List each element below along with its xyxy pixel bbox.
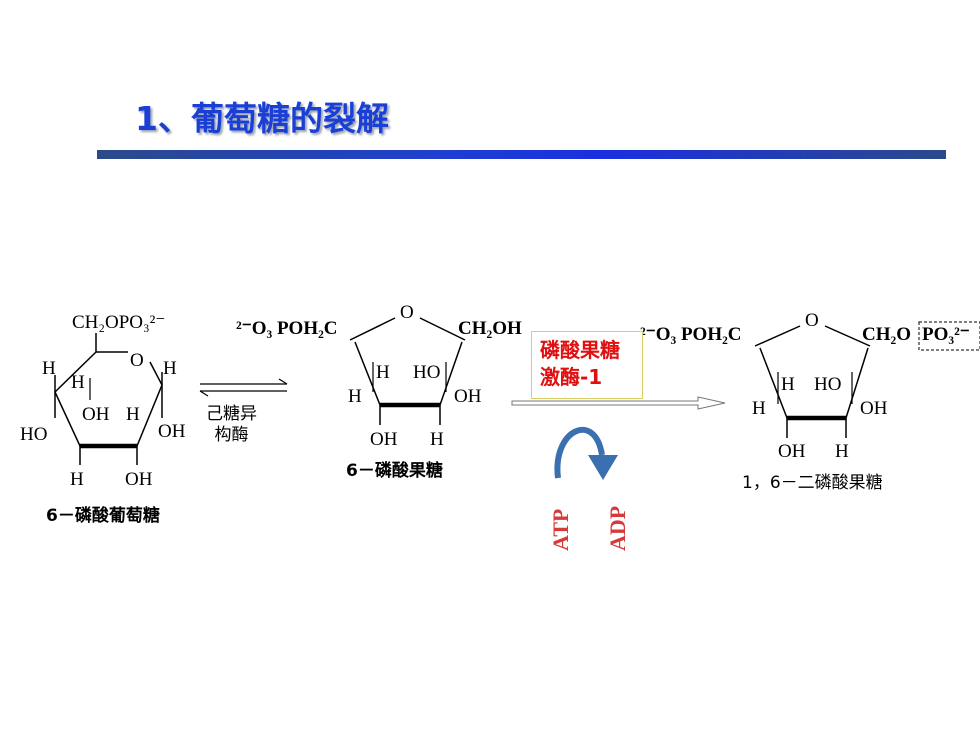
- f6p-left-group: ²⁻O₃ POH₂C: [236, 318, 338, 339]
- f6p-oh2: OH: [370, 429, 398, 450]
- f6p-h1: H: [376, 362, 390, 383]
- f16bp-h2: H: [752, 398, 766, 419]
- f6p-ring-o: O: [400, 302, 414, 323]
- f16bp-h3: H: [835, 441, 849, 462]
- f6p-right-group: CH₂OH: [458, 318, 522, 339]
- isomerase-label: 己糖异 构酶: [206, 404, 257, 446]
- title-underline: [97, 150, 946, 159]
- kinase-label-line1: 磷酸果糖: [540, 338, 620, 362]
- kinase-label-box: [531, 331, 643, 399]
- f16bp-right-group-b: PO₃²⁻: [922, 324, 970, 345]
- f16bp-ring-o: O: [805, 310, 819, 331]
- g6p-name: 6－磷酸葡萄糖: [46, 505, 160, 526]
- f6p-h3: H: [430, 429, 444, 450]
- adp-label: ADP: [605, 505, 630, 551]
- molecule-g6p: CH₂OPO₃²⁻ O H H H OH H HO OH H OH 6－磷酸葡萄…: [20, 312, 186, 526]
- f16bp-ho: HO: [814, 374, 841, 395]
- g6p-h1: H: [42, 358, 56, 379]
- g6p-ho: HO: [20, 424, 47, 445]
- g6p-h5: H: [70, 469, 84, 490]
- atp-adp-curved-arrow: [554, 426, 618, 480]
- g6p-h4: H: [126, 404, 140, 425]
- g6p-h2: H: [71, 372, 85, 393]
- molecule-f6p: ²⁻O₃ POH₂C CH₂OH O H HO H OH OH H 6－磷酸果糖: [236, 302, 522, 481]
- f16bp-oh2: OH: [778, 441, 806, 462]
- f6p-ho: HO: [413, 362, 440, 383]
- g6p-oh2: OH: [158, 421, 186, 442]
- g6p-oh1: OH: [82, 404, 110, 425]
- kinase-label-line2: 激酶-1: [540, 365, 603, 389]
- kinase-label: 磷酸果糖 激酶-1: [540, 337, 620, 391]
- f16bp-h1: H: [781, 374, 795, 395]
- g6p-ring: [54, 351, 163, 447]
- f6p-h2: H: [348, 386, 362, 407]
- f16bp-phosphate-box: [918, 321, 980, 351]
- isomerase-arrows[interactable]: [199, 378, 288, 397]
- g6p-oh3: OH: [125, 469, 153, 490]
- f16bp-left-group: ²⁻O₃ POH₂C: [640, 324, 742, 345]
- f6p-oh1: OH: [454, 386, 482, 407]
- g6p-h3: H: [163, 358, 177, 379]
- f16bp-name: 1，6－二磷酸果糖: [742, 473, 883, 493]
- atp-label: ATP: [548, 508, 573, 551]
- isomerase-label-line2: 构酶: [214, 425, 249, 445]
- f16bp-right-group-a: CH₂O: [862, 324, 911, 345]
- page-title: 1、葡萄糖的裂解: [135, 99, 389, 138]
- molecule-f16bp: ²⁻O₃ POH₂C CH₂O PO₃²⁻ O H HO H OH OH H 1…: [640, 310, 980, 493]
- f16bp-oh1: OH: [860, 398, 888, 419]
- g6p-ring-o: O: [130, 350, 144, 371]
- g6p-top-group: CH₂OPO₃²⁻: [72, 312, 165, 333]
- isomerase-label-line1: 己糖异: [206, 404, 257, 424]
- kinase-arrow[interactable]: [511, 396, 726, 410]
- f6p-name: 6－磷酸果糖: [346, 460, 443, 481]
